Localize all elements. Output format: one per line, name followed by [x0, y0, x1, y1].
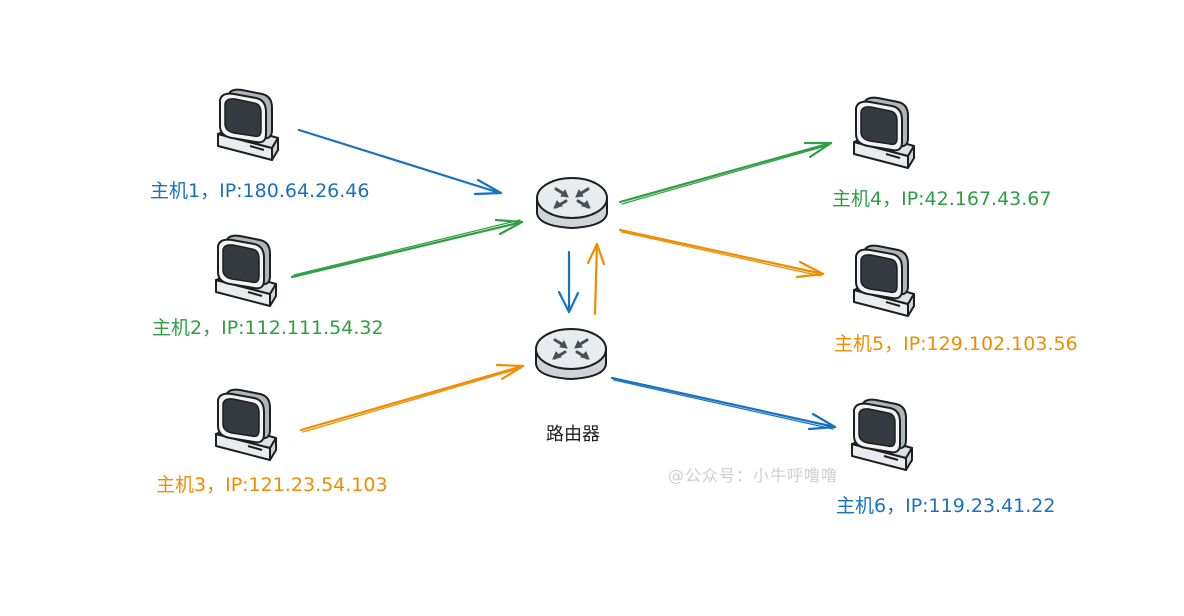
host6-label: 主机6，IP:119.23.41.22: [836, 495, 1056, 517]
router-2-icon: [534, 327, 608, 381]
host6-computer-icon: [851, 398, 913, 471]
router-label: 路由器: [546, 424, 600, 445]
host5-computer-icon: [853, 244, 915, 317]
router-1-icon: [535, 176, 609, 230]
host2-label: 主机2，IP:112.111.54.32: [152, 317, 384, 339]
arrow-router1-host4: [618, 141, 833, 205]
watermark: @公众号：小牛呼噜噜: [668, 466, 839, 485]
host3-computer-icon: [215, 388, 277, 461]
arrow-router1-host5: [618, 228, 825, 279]
arrow-router2-router1: [586, 242, 606, 316]
host3-label: 主机3，IP:121.23.54.103: [156, 474, 388, 496]
arrow-host2-router1: [290, 218, 524, 279]
host1-label: 主机1，IP:180.64.26.46: [150, 180, 370, 202]
host2-computer-icon: [215, 234, 277, 307]
host4-computer-icon: [853, 96, 915, 169]
arrow-router2-host6: [610, 376, 837, 431]
arrow-host1-router1: [297, 128, 503, 196]
arrow-host3-router2: [299, 363, 525, 433]
host1-computer-icon: [217, 88, 279, 161]
host5-label: 主机5，IP:129.102.103.56: [834, 333, 1078, 355]
arrow-router1-router2: [557, 250, 580, 314]
host4-label: 主机4，IP:42.167.43.67: [832, 188, 1052, 210]
